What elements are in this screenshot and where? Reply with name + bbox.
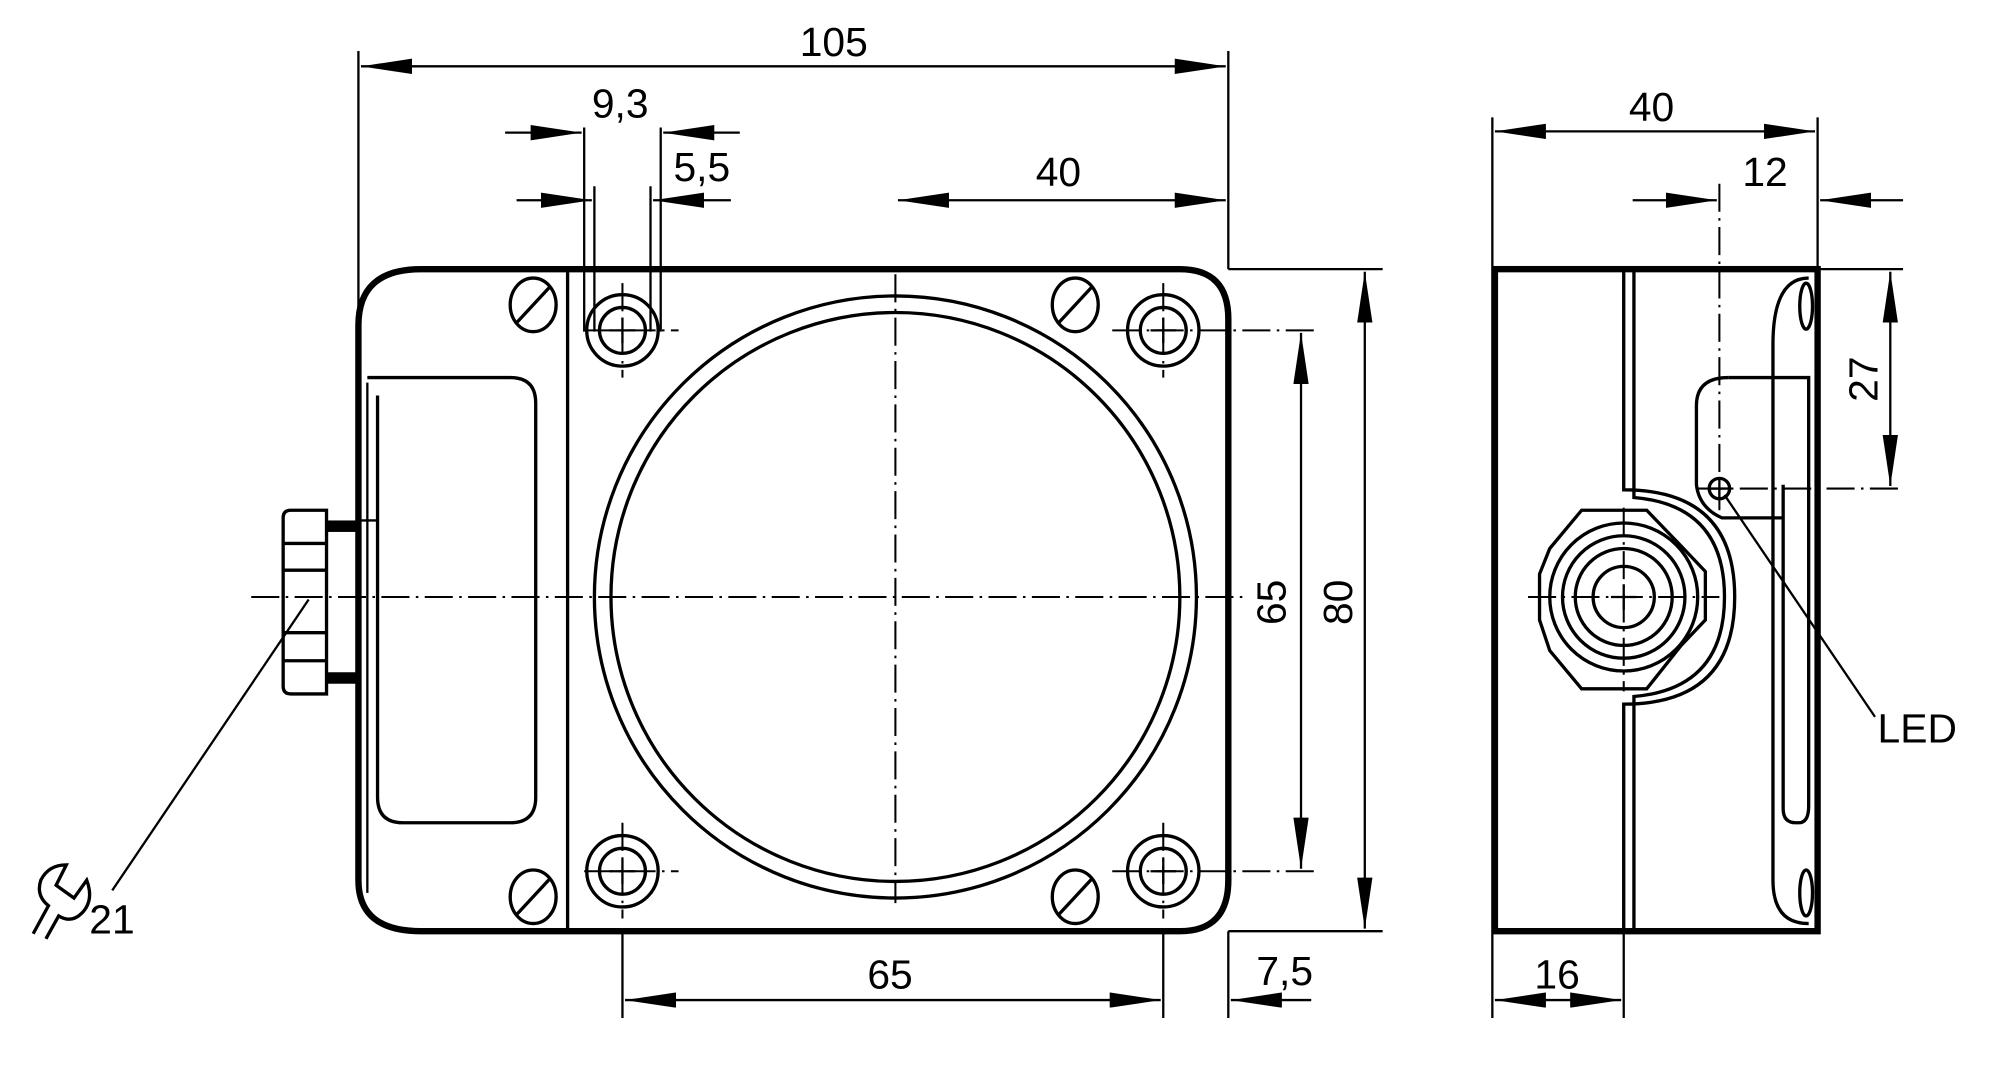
wrench-size-label: 21 — [89, 897, 134, 943]
dim-base-thickness: 16 — [1534, 952, 1579, 998]
dim-hole-spacing-horizontal: 65 — [867, 952, 912, 998]
dim-led-height: 27 — [1841, 356, 1887, 401]
dim-overall-width: 105 — [800, 19, 868, 65]
side-view: LED 40 12 27 16 — [1491, 84, 1957, 1018]
dim-overall-depth: 40 — [1629, 84, 1674, 130]
mounting-hole-top-right — [1112, 283, 1314, 378]
led-label: LED — [1878, 705, 1957, 751]
housing-outline — [355, 265, 1232, 935]
front-view: 105 9,3 5,5 40 65 80 65 7,5 — [31, 19, 1383, 1018]
mounting-hole-top-left — [584, 283, 679, 378]
mounting-slot — [1771, 276, 1809, 926]
screw-icon — [508, 276, 1100, 926]
connector-nut — [281, 508, 378, 696]
side-body-outline — [1491, 265, 1821, 935]
dim-hole-to-edge: 7,5 — [1256, 948, 1313, 994]
mounting-hole-bottom-right — [1112, 822, 1314, 919]
dim-center-to-edge: 40 — [1036, 149, 1081, 195]
window-recess — [367, 375, 538, 825]
mounting-hole-bottom-left — [584, 822, 679, 919]
dim-led-offset: 12 — [1742, 149, 1787, 195]
dim-hole-diameter: 5,5 — [673, 144, 730, 190]
dim-hole-spacing-vertical: 65 — [1249, 580, 1295, 625]
dim-overall-height: 80 — [1315, 580, 1361, 625]
side-connector — [1528, 507, 1720, 692]
wrench-icon — [31, 863, 92, 940]
dim-counterbore: 9,3 — [592, 80, 649, 126]
